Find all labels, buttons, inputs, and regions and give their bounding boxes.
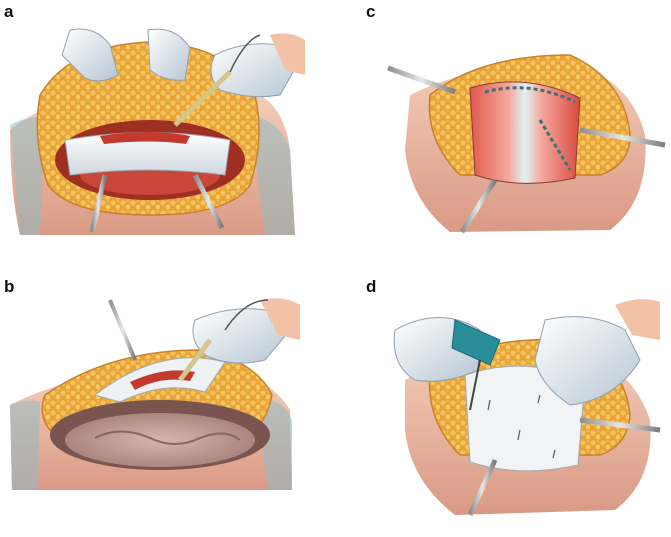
panel-c-illustration [387, 10, 666, 234]
panel-d-illustration [393, 290, 661, 517]
panel-a-illustration [10, 28, 305, 235]
panel-label-b: b [4, 277, 15, 296]
panel-label-a: a [4, 2, 14, 21]
panel-label-d: d [366, 277, 377, 296]
panel-b-illustration [10, 298, 300, 490]
panel-label-c: c [366, 2, 376, 21]
